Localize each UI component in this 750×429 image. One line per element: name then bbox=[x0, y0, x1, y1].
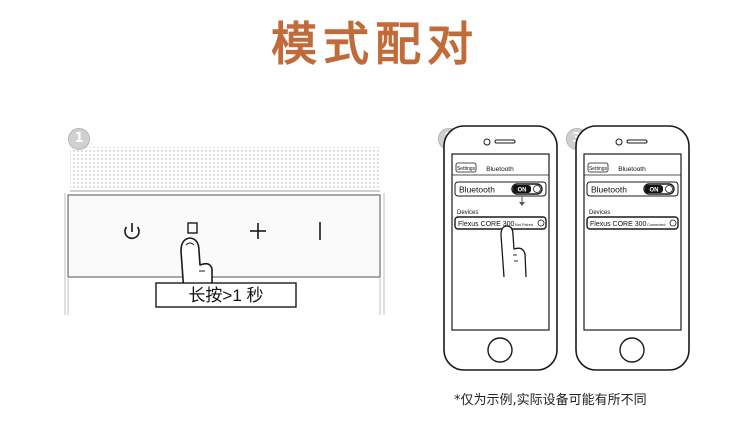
speaker-grille bbox=[70, 147, 380, 189]
finger-tap-icon bbox=[500, 225, 527, 278]
control-panel bbox=[67, 194, 381, 278]
info-icon bbox=[669, 219, 677, 227]
home-button bbox=[487, 337, 513, 363]
svg-text:Settings: Settings bbox=[589, 166, 608, 172]
device-name: Flexus CORE 300 bbox=[590, 221, 647, 228]
long-press-callout bbox=[155, 282, 297, 308]
nav-title: Bluetooth bbox=[486, 166, 514, 173]
long-press-label: 长按>1 秒 bbox=[188, 286, 263, 305]
svg-text:ON: ON bbox=[650, 188, 659, 194]
back-button bbox=[587, 162, 609, 173]
device-row bbox=[586, 216, 679, 230]
phone-connected: Settings Bluetooth Bluetooth ON Devices … bbox=[575, 125, 690, 371]
device-name: Flexus CORE 300 bbox=[458, 221, 515, 228]
phone-screen bbox=[451, 153, 550, 331]
disclaimer-note: *仅为示例,实际设备可能有所不同 bbox=[454, 393, 647, 408]
nav-title: Bluetooth bbox=[618, 166, 646, 173]
svg-text:Settings: Settings bbox=[457, 166, 476, 172]
back-button bbox=[455, 162, 477, 173]
svg-text:ON: ON bbox=[518, 188, 527, 194]
home-button bbox=[619, 337, 645, 363]
devices-label: Devices bbox=[457, 210, 478, 216]
device-status: Not Paired bbox=[515, 223, 533, 227]
page-title: 模式配对 bbox=[271, 17, 479, 71]
devices-label: Devices bbox=[589, 210, 610, 216]
bluetooth-label: Bluetooth bbox=[591, 185, 627, 195]
bluetooth-label: Bluetooth bbox=[459, 185, 495, 195]
phone-screen bbox=[583, 153, 682, 331]
info-icon bbox=[537, 219, 545, 227]
device-row bbox=[454, 216, 547, 230]
speaker-illustration: 长按>1 秒 bbox=[64, 147, 385, 315]
play-pause-icon bbox=[187, 222, 198, 234]
phone-pairing: Settings Bluetooth Bluetooth ON Devices … bbox=[443, 125, 558, 371]
power-icon bbox=[124, 223, 140, 240]
volume-up-icon bbox=[250, 223, 266, 239]
finger-press-icon bbox=[180, 237, 213, 294]
device-status: Connected bbox=[647, 223, 665, 227]
